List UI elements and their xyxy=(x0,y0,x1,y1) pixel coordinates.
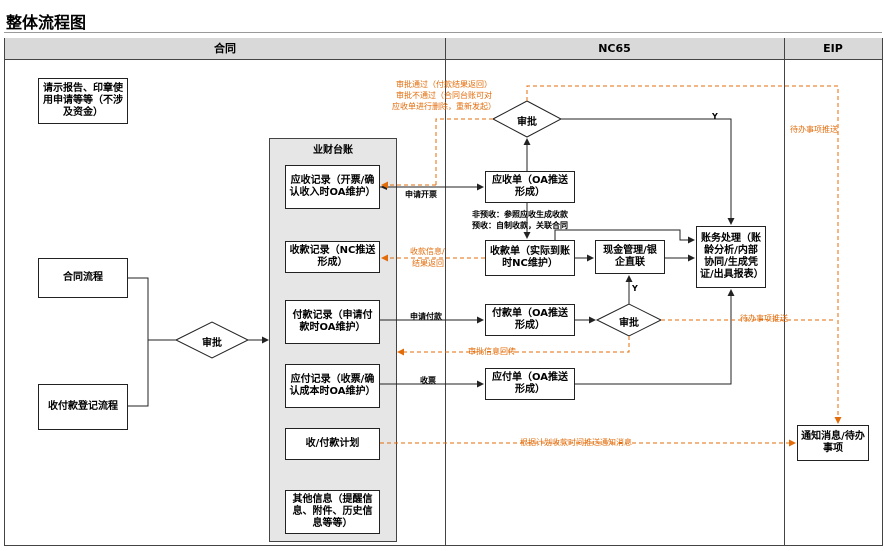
ledger-title: 业财台账 xyxy=(313,145,353,156)
approval-return-label: 审批信息回传 xyxy=(468,347,516,356)
lane-contract-header: 合同 xyxy=(5,38,445,60)
ar-document-box: 应收单（OA推送形成） xyxy=(485,171,575,203)
connector-receipt-to-accounting xyxy=(554,229,695,244)
approve-contract-label: 审批 xyxy=(202,338,222,349)
cash-management-box: 现金管理/银企直联 xyxy=(595,240,665,274)
title-rule xyxy=(4,32,882,33)
payable-document-box: 应付单（OA推送形成） xyxy=(485,368,575,400)
lane-eip-header: EIP xyxy=(784,38,882,60)
prepaid-label: 预收：自制收款，关联合同 xyxy=(472,221,568,230)
invoice-request-label: 申请开票 xyxy=(405,190,437,199)
y-top-label: Y xyxy=(712,112,718,121)
connector-todo-push-top xyxy=(526,85,842,424)
result-return-label: 结果返回 xyxy=(412,259,444,268)
contract-flow-box: 合同流程 xyxy=(38,258,128,298)
connector-approval-info-return xyxy=(397,336,630,356)
plan-push-label: 根据计划收款时间推送通知消息 xyxy=(520,438,632,447)
connector-payreg-to-approve xyxy=(128,340,149,407)
payable-record-box: 应付记录（收票/确认成本时OA维护） xyxy=(285,364,380,408)
connector-approval-result-back xyxy=(435,118,493,185)
request-report-box: 请示报告、印章使用申请等等（不涉及资金） xyxy=(38,78,128,124)
payment-document-box: 付款单（OA推送形成） xyxy=(485,304,575,336)
pay-request-label: 申请付款 xyxy=(410,312,442,321)
connector-payable-to-accounting xyxy=(575,289,735,385)
payment-record-box: 付款记录（申请付款时OA维护） xyxy=(285,300,380,344)
lane-divider-2 xyxy=(784,38,785,546)
approve-pay-label: 审批 xyxy=(619,318,639,329)
receive-invoice-label: 收票 xyxy=(420,376,436,385)
accounting-box: 账务处理（账龄分析/内部协同/生成凭证/出具报表） xyxy=(696,226,766,288)
todo-push-mid-label: 待办事项推送 xyxy=(740,314,788,323)
y-mid-label: Y xyxy=(632,284,638,293)
connector-approve-to-accounting xyxy=(561,118,735,225)
connector-contract-to-approve xyxy=(128,277,176,341)
approve-fail-label-2: 应收单进行删除，重新发起） xyxy=(392,102,496,111)
receipt-info-label: 收款信息/ xyxy=(410,247,445,256)
receipt-record-box: 收款记录（NC推送形成） xyxy=(285,241,380,273)
payment-registration-flow-box: 收付款登记流程 xyxy=(38,384,128,430)
notification-box: 通知消息/待办事项 xyxy=(797,425,869,461)
lane-nc65-header: NC65 xyxy=(445,38,784,60)
receipt-document-box: 收款单（实际到账时NC维护） xyxy=(485,240,575,276)
approve-top-label: 审批 xyxy=(517,117,537,128)
other-info-box: 其他信息（提醒信息、附件、历史信息等等） xyxy=(285,490,380,534)
non-prepaid-label: 非预收：参照应收生成收款 xyxy=(472,210,568,219)
lane-divider-1 xyxy=(445,38,446,546)
payment-plan-box: 收/付款计划 xyxy=(285,428,380,460)
receivable-record-box: 应收记录（开票/确认收入时OA维护） xyxy=(285,165,380,209)
page-title: 整体流程图 xyxy=(6,13,87,32)
approve-pass-label: 审批通过（付款结果返回） xyxy=(396,80,492,89)
todo-push-top-label: 待办事项推送 xyxy=(790,125,838,134)
approve-fail-label: 审批不通过（合同台账可对 xyxy=(396,91,492,100)
